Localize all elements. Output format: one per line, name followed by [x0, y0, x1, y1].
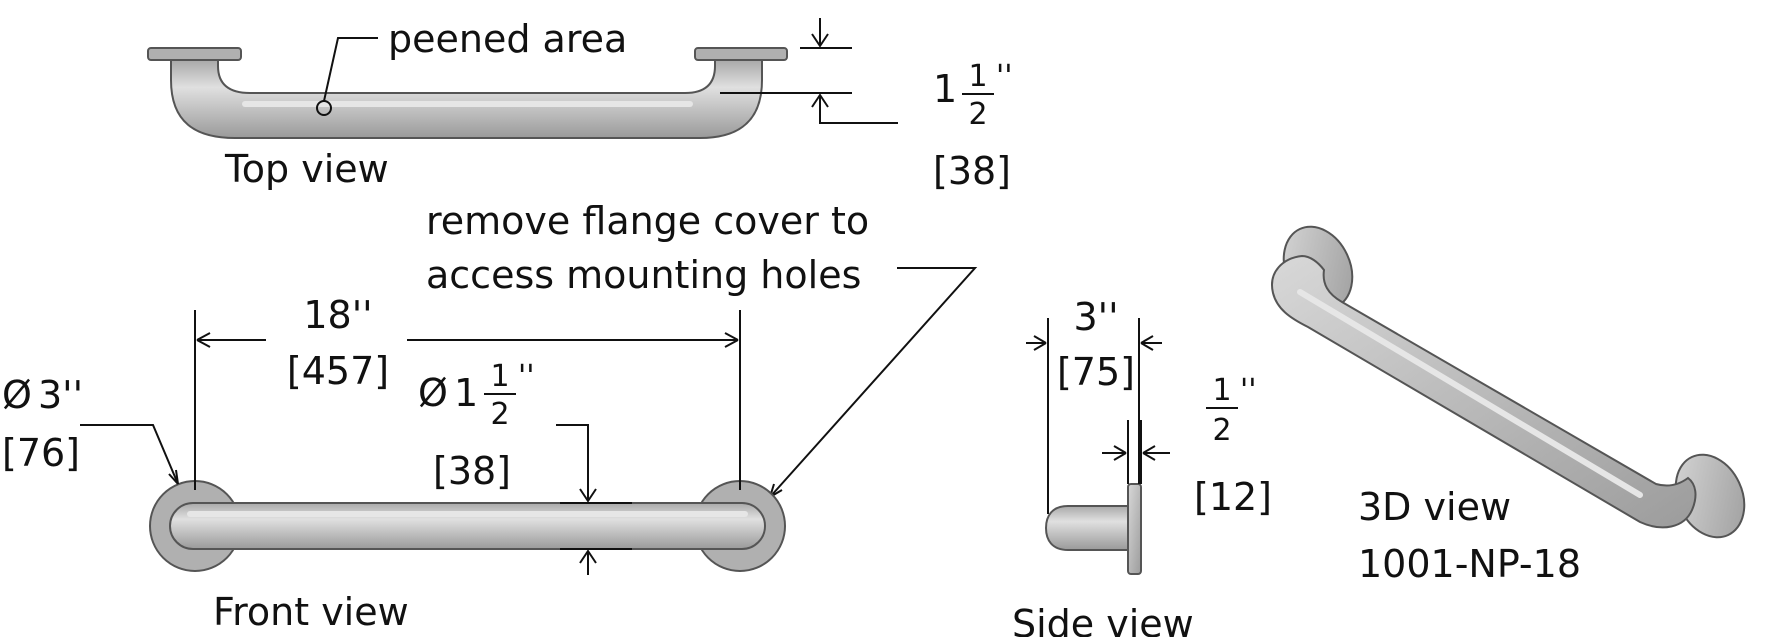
svg-text:1: 1: [454, 371, 478, 415]
side-view-label: Side view: [1012, 602, 1194, 637]
iso-view: 3D view 1001-NP-18: [1271, 225, 1746, 586]
top-view: peened area Top view 1 1 2 '' [38]: [147, 17, 1013, 193]
flange-note-line1: remove flange cover to: [426, 199, 869, 243]
bar-diameter-label: Ø 1 1 2 '' [38]: [418, 359, 535, 493]
svg-text:[38]: [38]: [433, 449, 511, 493]
top-bar: [170, 59, 763, 139]
front-view-label: Front view: [213, 590, 409, 634]
front-bar: [169, 502, 766, 550]
svg-text:[12]: [12]: [1194, 475, 1272, 519]
iso-view-label: 3D view: [1358, 485, 1511, 529]
flange-note-line2: access mounting holes: [426, 253, 861, 297]
top-left-flange: [147, 47, 242, 61]
svg-text:[38]: [38]: [933, 149, 1011, 193]
side-depth-mm: [75]: [1057, 350, 1135, 394]
top-view-label: Top view: [224, 147, 389, 191]
front-view: Front view 18'' [457] Ø 3'' [76] Ø 1 1 2…: [2, 293, 786, 634]
peened-area-label: peened area: [388, 17, 627, 61]
depth-dimension-label: 1 1 2 '' [38]: [933, 59, 1013, 193]
svg-text:3'': 3'': [38, 373, 83, 417]
svg-text:Ø: Ø: [418, 371, 448, 415]
svg-text:[76]: [76]: [2, 431, 80, 475]
side-bar: [1044, 505, 1129, 551]
side-view: Side view 3'' [75] 1 2 '' [12]: [1012, 295, 1272, 637]
svg-text:1: 1: [1212, 373, 1231, 408]
svg-text:'': '': [518, 359, 535, 394]
iso-bar: [1271, 254, 1697, 529]
svg-text:Ø: Ø: [2, 373, 32, 417]
flange-diameter-label: Ø 3'' [76]: [2, 373, 83, 475]
svg-text:1: 1: [933, 67, 957, 111]
length-dimension-in: 18'': [303, 293, 372, 337]
side-depth-in: 3'': [1073, 295, 1118, 339]
length-dimension-mm: [457]: [287, 349, 389, 393]
flange-note-leader: [769, 267, 978, 498]
peened-leader: [323, 37, 378, 102]
svg-text:2: 2: [968, 97, 987, 132]
svg-text:2: 2: [490, 397, 509, 432]
svg-text:1: 1: [490, 359, 509, 394]
side-flange: [1127, 483, 1142, 575]
top-right-flange: [694, 47, 788, 61]
svg-text:2: 2: [1212, 413, 1231, 448]
flange-thickness-label: 1 2 '' [12]: [1194, 373, 1272, 519]
svg-text:'': '': [996, 59, 1013, 94]
svg-text:1: 1: [968, 59, 987, 94]
svg-text:'': '': [1240, 373, 1257, 408]
model-number-label: 1001-NP-18: [1358, 542, 1581, 586]
